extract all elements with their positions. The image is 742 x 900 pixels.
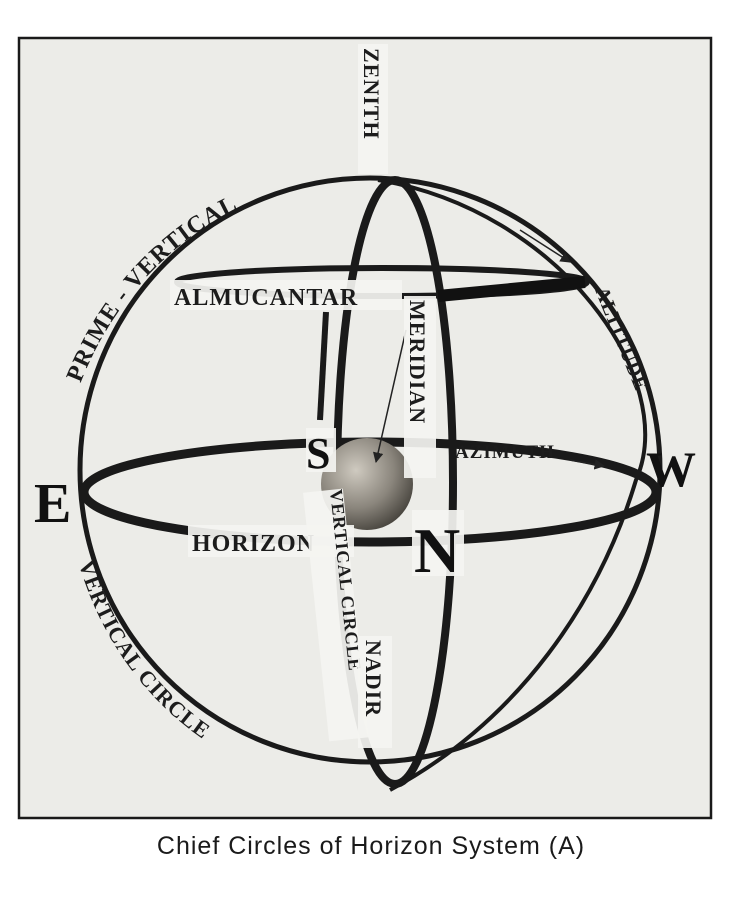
meridian-tag: [404, 296, 436, 478]
cardinal-east: E: [34, 473, 71, 535]
zenith-nadir-axis: [317, 311, 329, 421]
figure-caption: Chief Circles of Horizon System (A): [156, 832, 586, 860]
altitude-arrow: [519, 229, 571, 263]
meridian-label: MERIDIAN: [405, 300, 430, 424]
cardinal-south-tag: [306, 428, 336, 472]
zenith-tag: [358, 44, 388, 174]
almucantar-label: ALMUCANTAR: [174, 285, 358, 311]
azimuth-arrow: [569, 459, 606, 470]
azimuth-label: AZIMUTH: [455, 442, 555, 463]
nadir-tag: [358, 636, 392, 748]
altitude-bar: [437, 276, 586, 302]
cardinal-west: W: [646, 441, 696, 497]
zenith-label: ZENITH: [359, 48, 384, 140]
cardinal-south: S: [306, 429, 330, 478]
vertical-circle-center-tag: [303, 488, 369, 742]
meridian-pointer: [372, 329, 407, 464]
cardinal-north-tag: [412, 510, 464, 576]
almucantar-tag: [170, 280, 402, 310]
horizon-label: HORIZON: [192, 531, 315, 557]
cardinal-north: N: [414, 515, 460, 586]
nadir-label: NADIR: [361, 640, 386, 717]
vertical-circle-arc: [377, 178, 648, 792]
